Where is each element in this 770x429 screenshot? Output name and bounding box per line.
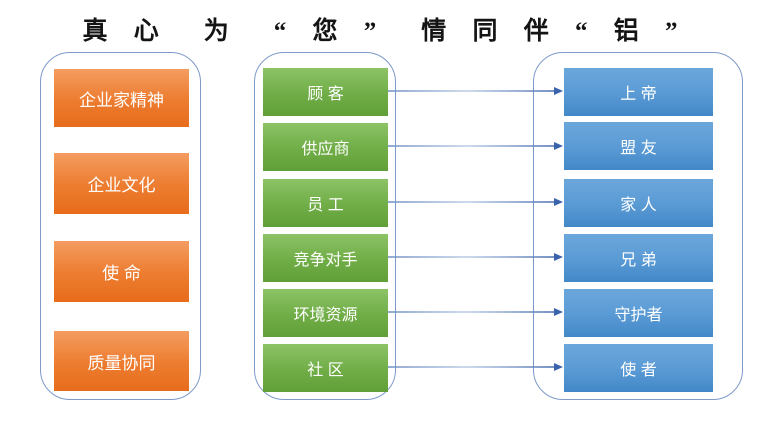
role-box: 兄 弟: [564, 234, 713, 282]
value-box: 企业文化: [54, 153, 189, 214]
stakeholder-box: 供应商: [263, 123, 388, 171]
roles-group-frame: 上 帝 盟 友 家 人 兄 弟 守护者 使 者: [533, 52, 743, 400]
value-box: 企业家精神: [54, 69, 189, 127]
values-group-frame: 企业家精神 企业文化 使 命 质量协同: [40, 52, 201, 400]
stakeholder-box: 社 区: [263, 344, 388, 392]
value-box: 使 命: [54, 241, 189, 302]
value-box: 质量协同: [54, 331, 189, 391]
role-box: 守护者: [564, 289, 713, 337]
stakeholder-box: 竞争对手: [263, 234, 388, 282]
role-box: 家 人: [564, 179, 713, 227]
slide-title: 真 心 为 “ 您 ” 情 同 伴 “ 铝 ”: [82, 18, 688, 45]
stakeholder-box: 环境资源: [263, 289, 388, 337]
role-box: 上 帝: [564, 68, 713, 116]
stakeholder-box: 顾 客: [263, 68, 388, 116]
role-box: 使 者: [564, 344, 713, 392]
role-box: 盟 友: [564, 122, 713, 170]
stakeholders-group-frame: 顾 客 供应商 员 工 竞争对手 环境资源 社 区: [254, 52, 396, 400]
stakeholder-box: 员 工: [263, 179, 388, 227]
